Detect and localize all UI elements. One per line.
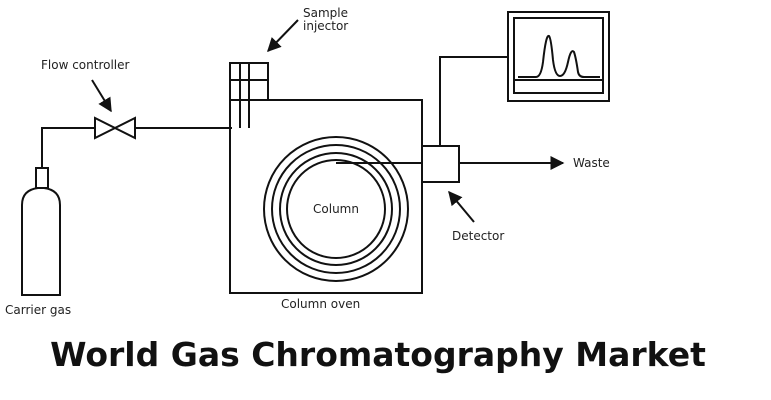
carrier-gas-cylinder <box>21 167 61 296</box>
signal-line <box>439 56 508 146</box>
waste-label: Waste <box>573 156 610 170</box>
detector-box <box>421 145 460 183</box>
chromatogram-peaks <box>518 34 600 78</box>
sample-injector-label: Sample <box>303 6 348 20</box>
recorder-monitor-icon <box>507 11 610 102</box>
page-title: World Gas Chromatography Market <box>50 335 706 374</box>
flow-controller-pointer <box>91 79 112 113</box>
sample-injector <box>229 62 269 128</box>
detector-pointer <box>448 190 475 223</box>
detector-label: Detector <box>452 229 504 243</box>
carrier-gas-label: Carrier gas <box>5 303 71 317</box>
column-label: Column <box>313 202 359 216</box>
column-oven-box <box>229 99 423 294</box>
column-oven-label: Column oven <box>281 297 360 311</box>
sample-injector-label-line2: injector <box>303 19 348 33</box>
flow-controller-valve-icon <box>94 116 136 140</box>
flow-controller-label: Flow controller <box>41 58 130 72</box>
sample-injector-pointer <box>267 19 299 53</box>
carrier-gas-line <box>41 127 95 168</box>
column-coil <box>263 136 409 282</box>
